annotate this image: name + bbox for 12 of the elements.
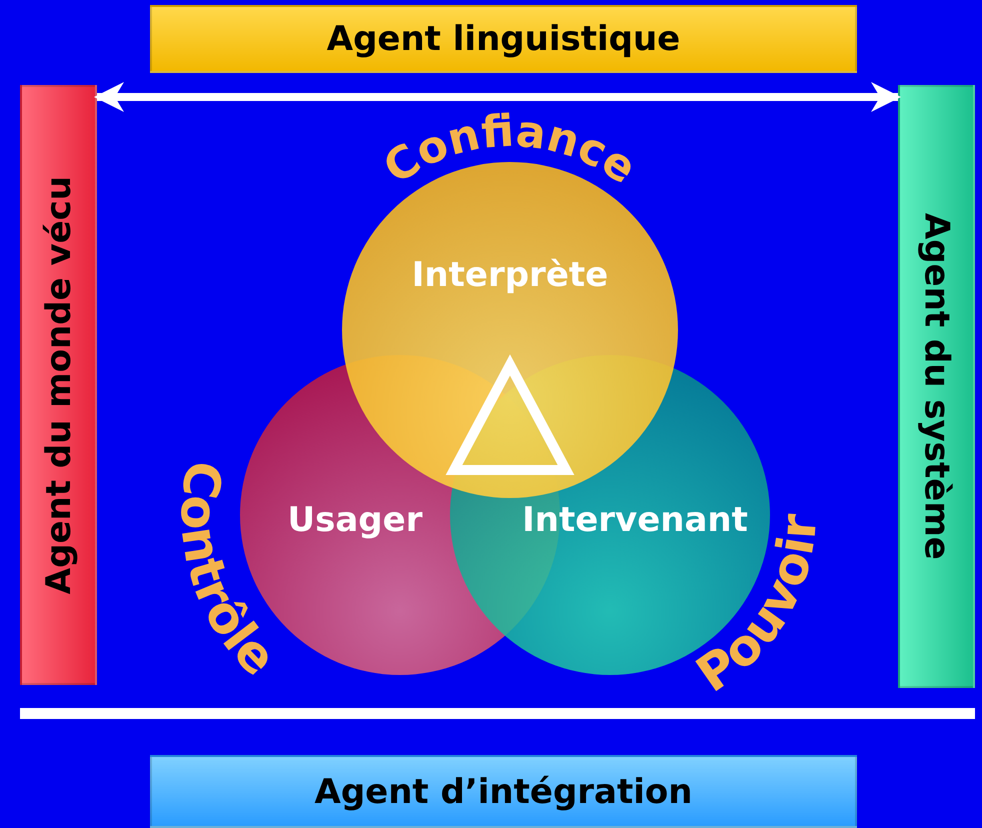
- side-banner: [20, 85, 97, 685]
- double-arrow: [94, 82, 901, 112]
- banner-label: Agent d’intégration: [314, 772, 692, 812]
- circle-label: Usager: [288, 500, 422, 540]
- curved-label: Confiance: [374, 106, 646, 194]
- bottom-banner: [150, 755, 857, 828]
- banner-label: Agent du monde vécu: [38, 176, 78, 594]
- banner-label: Agent du système: [916, 213, 956, 560]
- title-banner: [150, 5, 857, 73]
- side-banner: [898, 85, 975, 688]
- banner-label: Agent linguistique: [326, 19, 680, 59]
- circle-label: Interprète: [412, 255, 608, 295]
